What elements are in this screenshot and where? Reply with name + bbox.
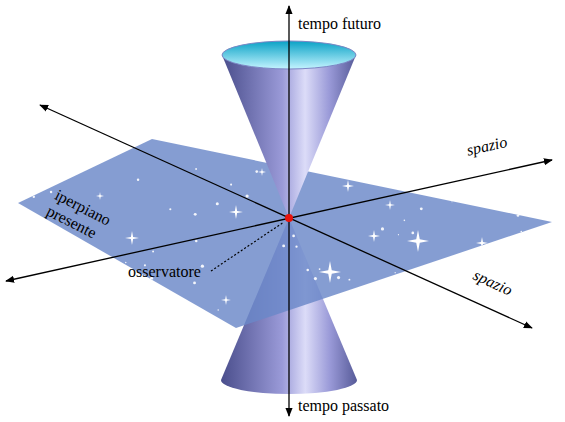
observer-dot xyxy=(285,214,293,222)
star-dot xyxy=(125,262,126,263)
star-sparkle xyxy=(342,180,354,192)
star-sparkle xyxy=(407,230,429,252)
star-dot xyxy=(201,265,204,268)
star-dot xyxy=(217,309,218,310)
star-dot xyxy=(520,231,522,233)
star-dot xyxy=(245,194,248,197)
star-dot xyxy=(145,307,147,309)
star-dot xyxy=(337,276,340,279)
star-sparkle xyxy=(447,193,457,203)
star-dot xyxy=(333,165,336,168)
star-dot xyxy=(194,213,197,216)
star-sparkle xyxy=(258,168,266,176)
star-dot xyxy=(484,160,487,163)
star-dot xyxy=(33,196,35,198)
star-dot xyxy=(381,227,384,230)
star-dot xyxy=(25,186,26,187)
star-dot xyxy=(384,309,385,310)
observer-label: osservatore xyxy=(128,263,201,281)
star-dot xyxy=(354,166,356,168)
star-dot xyxy=(504,312,507,315)
star-dot xyxy=(184,326,187,329)
star-dot xyxy=(319,268,321,270)
star-dot xyxy=(517,214,520,217)
star-dot xyxy=(348,279,350,281)
star-sparkle xyxy=(368,230,380,242)
star-dot xyxy=(230,184,232,186)
time-axis xyxy=(288,6,289,416)
star-dot xyxy=(46,285,49,288)
star-sparkle xyxy=(229,205,243,219)
star-dot xyxy=(58,285,61,288)
star-dot xyxy=(193,281,196,284)
star-dot xyxy=(60,328,62,330)
star-dot xyxy=(20,256,22,258)
star-dot xyxy=(195,168,197,170)
star-sparkle xyxy=(125,231,139,245)
axis-label: spazio xyxy=(470,266,515,300)
plane-label: iperpiano presente xyxy=(44,186,132,254)
star-dot xyxy=(404,220,406,222)
star-dot xyxy=(357,315,358,316)
star-sparkle xyxy=(221,295,231,305)
star-dot xyxy=(508,270,511,273)
star-dot xyxy=(19,314,21,316)
star-dot xyxy=(495,174,498,177)
star-dot xyxy=(314,277,317,280)
star-dot xyxy=(292,235,295,238)
star-dot xyxy=(452,185,454,187)
star-dot xyxy=(411,232,414,235)
star-dot xyxy=(78,314,79,315)
star-dot xyxy=(525,284,527,286)
star-dot xyxy=(420,207,423,210)
star-dot xyxy=(324,312,327,315)
star-dot xyxy=(354,304,357,307)
star-dot xyxy=(398,234,399,235)
star-dot xyxy=(306,269,309,272)
axis-label: tempo futuro xyxy=(298,15,381,33)
star-dot xyxy=(447,162,449,164)
star-dot xyxy=(489,245,491,247)
star-dot xyxy=(295,246,297,248)
star-sparkle xyxy=(476,237,488,249)
star-sparkle xyxy=(385,200,395,210)
star-dot xyxy=(255,170,258,173)
star-dot xyxy=(195,240,198,243)
star-dot xyxy=(216,202,219,205)
star-dot xyxy=(137,178,139,180)
star-dot xyxy=(282,244,285,247)
star-dot xyxy=(50,191,52,193)
axis-label: spazio xyxy=(465,133,509,159)
star-sparkle xyxy=(319,261,341,283)
star-dot xyxy=(476,259,479,262)
star-dot xyxy=(527,143,530,146)
star-dot xyxy=(486,302,489,305)
star-dot xyxy=(169,208,171,210)
star-dot xyxy=(395,272,396,273)
star-dot xyxy=(143,311,145,313)
leader-line xyxy=(211,222,284,271)
axis-label: tempo passato xyxy=(298,397,389,415)
star-sparkle xyxy=(96,192,104,200)
star-dot xyxy=(152,251,154,253)
